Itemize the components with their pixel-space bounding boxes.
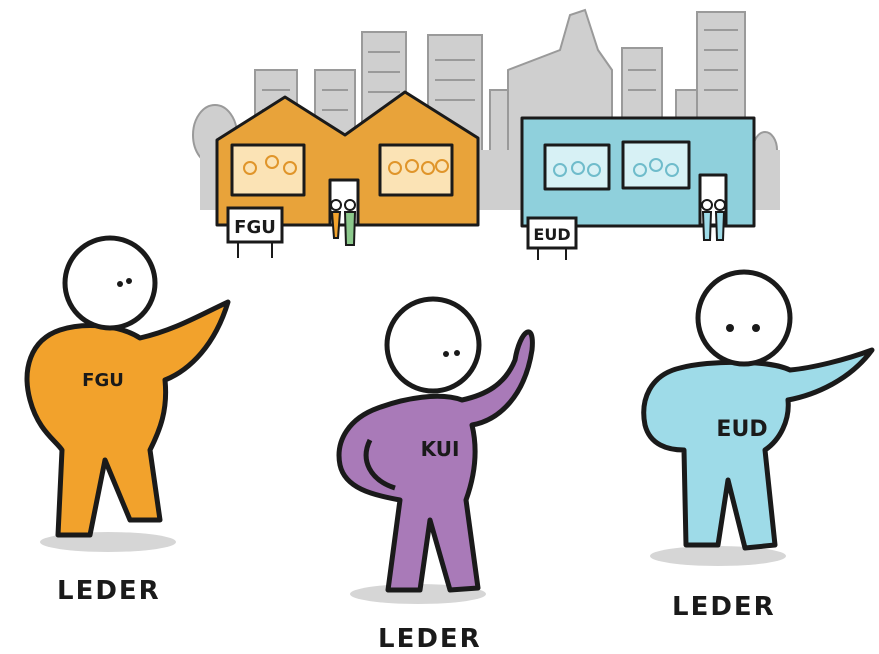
eud-leader-shirt-label: EUD	[716, 417, 767, 442]
kui-leader-caption: LEDER	[378, 624, 482, 654]
shadow-right	[650, 546, 786, 566]
fgu-leader-eye-left	[117, 281, 123, 287]
eud-sign: EUD	[526, 216, 578, 260]
figure-eud-leader	[641, 269, 875, 551]
eud-door-people	[701, 199, 726, 241]
figure-kui-leader	[336, 296, 535, 593]
fgu-door-people	[330, 199, 357, 246]
eud-sign-label: EUD	[533, 225, 570, 244]
kui-leader-eye-left	[443, 351, 449, 357]
kui-leader-eye-right	[454, 350, 460, 356]
eud-leader-eye-right	[752, 324, 760, 332]
figure-fgu-leader	[24, 235, 231, 538]
fgu-leader-shirt-label: FGU	[82, 370, 124, 391]
fgu-sign: FGU	[226, 206, 284, 258]
fgu-leader-caption: LEDER	[57, 576, 161, 606]
fgu-window-people	[243, 155, 449, 175]
eud-window-people	[553, 158, 679, 177]
eud-leader-eye-left	[726, 324, 734, 332]
fgu-sign-label: FGU	[234, 217, 276, 238]
eud-leader-caption: LEDER	[672, 592, 776, 622]
fgu-building	[215, 90, 480, 227]
kui-leader-shirt-label: KUI	[421, 437, 460, 461]
skyline-windows	[262, 29, 738, 111]
fgu-leader-eye-right	[126, 278, 132, 284]
